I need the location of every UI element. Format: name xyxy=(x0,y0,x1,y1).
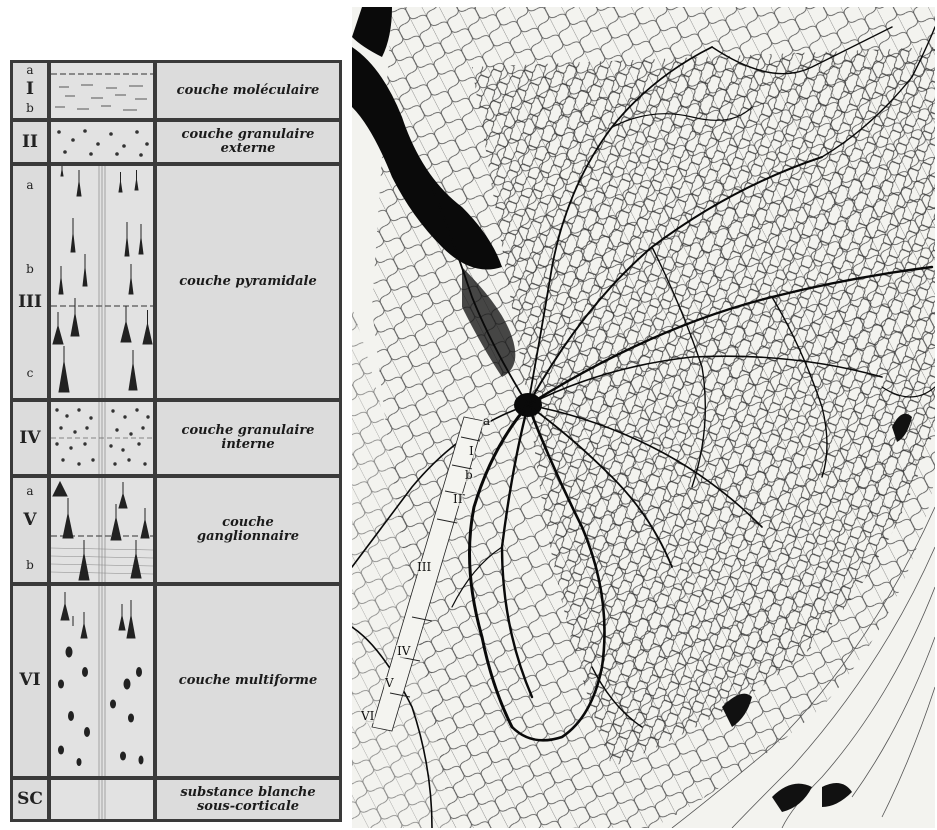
layer-row-VI: VI xyxy=(13,586,339,776)
layer-II-label: couche granulaire externe xyxy=(157,122,339,162)
layer-row-IV: IV couche granulaire interne xyxy=(13,402,339,474)
sublayer-b-label: b xyxy=(13,101,47,115)
layer-III-label: couche pyramidale xyxy=(157,166,339,398)
layer-row-V: a V b xyxy=(13,478,339,582)
layer-number-cell: a b III c xyxy=(13,166,47,398)
sublayer-a-label: a xyxy=(13,63,47,77)
layer-label-line: sous-corticale xyxy=(197,800,299,814)
layer-number-cell: a I b xyxy=(13,63,47,118)
micrograph-drawing xyxy=(352,7,935,828)
layer-VI-illustration xyxy=(51,586,153,776)
layer-label-line: ganglionnaire xyxy=(197,530,299,544)
layer-label-line: couche pyramidale xyxy=(179,275,317,289)
layer-numeral-I: I xyxy=(13,79,47,99)
layer-V-illustration xyxy=(51,478,153,582)
layer-label-line: substance blanche xyxy=(180,786,315,800)
micrograph-label-V: V xyxy=(384,677,395,690)
layer-row-SC: SC substance blanche sous-corticale xyxy=(13,780,339,819)
layer-IV-label: couche granulaire interne xyxy=(157,402,339,474)
micrograph-label-II: II xyxy=(452,493,463,506)
layer-number-cell: IV xyxy=(13,402,47,474)
layer-label-line: couche multiforme xyxy=(179,674,317,688)
layer-SC-illustration xyxy=(51,780,153,819)
layer-numeral-II: II xyxy=(13,132,47,152)
micrograph-label-III: III xyxy=(416,561,432,574)
layer-numeral-IV: IV xyxy=(13,428,47,448)
sublayer-b-label: b xyxy=(13,262,47,276)
sublayer-c-label: c xyxy=(13,366,47,380)
layer-numeral-V: V xyxy=(13,510,47,530)
micrograph-label-I: I xyxy=(468,445,475,458)
layer-row-II: II couche granulaire externe xyxy=(13,122,339,162)
layer-label-line: externe xyxy=(221,142,276,156)
layer-V-label: couche ganglionnaire xyxy=(157,478,339,582)
layer-IV-illustration xyxy=(51,402,153,474)
layer-SC-label: substance blanche sous-corticale xyxy=(157,780,339,819)
layer-number-cell: a V b xyxy=(13,478,47,582)
layer-number-cell: SC xyxy=(13,780,47,819)
layer-label-line: couche granulaire xyxy=(182,128,315,142)
layer-label-line: couche xyxy=(222,516,274,530)
micrograph-label-b: b xyxy=(464,469,474,482)
layer-III-illustration xyxy=(51,166,153,398)
cortex-layer-diagram: a I b couche moléculaire II xyxy=(10,60,342,822)
cortex-micrograph: a I b II III IV V VI xyxy=(352,7,935,828)
sublayer-a-label: a xyxy=(13,484,47,498)
layer-number-cell: II xyxy=(13,122,47,162)
layer-label-line: interne xyxy=(221,438,274,452)
layer-VI-label: couche multiforme xyxy=(157,586,339,776)
layer-I-label: couche moléculaire xyxy=(157,63,339,118)
layer-label-line: couche granulaire xyxy=(182,424,315,438)
layer-numeral-VI: VI xyxy=(13,670,47,690)
layer-number-cell: VI xyxy=(13,586,47,776)
layer-II-illustration xyxy=(51,122,153,162)
layer-row-III: a b III c xyxy=(13,166,339,398)
layer-numeral-III: III xyxy=(13,292,47,312)
layer-numeral-SC: SC xyxy=(13,789,47,809)
sublayer-a-label: a xyxy=(13,178,47,192)
micrograph-label-a: a xyxy=(482,415,491,428)
micrograph-label-IV: IV xyxy=(396,645,411,658)
micrograph-label-VI: VI xyxy=(360,710,375,723)
layer-I-illustration xyxy=(51,63,153,118)
layer-label-line: couche moléculaire xyxy=(177,84,320,98)
layer-row-I: a I b couche moléculaire xyxy=(13,63,339,118)
sublayer-b-label: b xyxy=(13,558,47,572)
